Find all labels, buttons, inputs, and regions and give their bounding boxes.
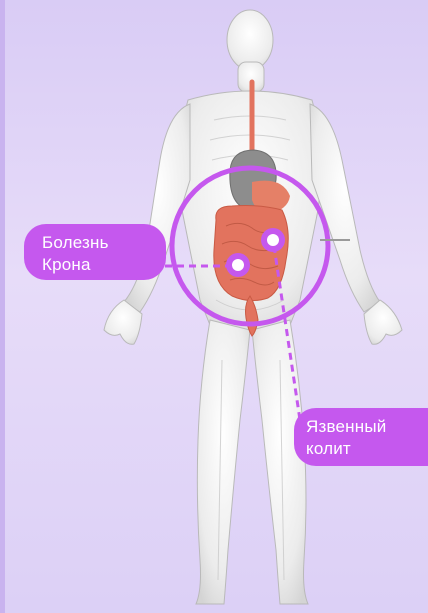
crohn-label-line2: Крона xyxy=(42,254,166,276)
marker-crohn xyxy=(226,253,250,277)
crohn-label: Болезнь Крона xyxy=(24,224,166,280)
colitis-label: Язвенный колит xyxy=(294,408,428,466)
marker-colitis xyxy=(261,228,285,252)
crohn-label-line1: Болезнь xyxy=(42,232,166,254)
colitis-label-line1: Язвенный xyxy=(306,416,428,438)
colitis-label-line2: колит xyxy=(306,438,428,460)
